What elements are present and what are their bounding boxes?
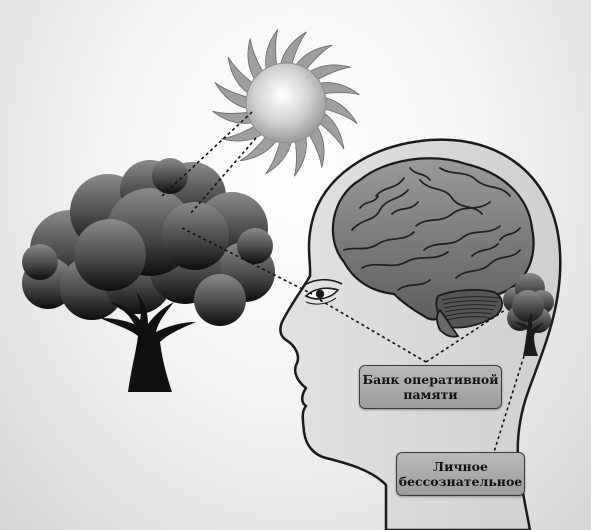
sun-ray xyxy=(294,44,333,71)
sun-ray xyxy=(323,96,358,124)
personal-unconscious-line-1: Личное xyxy=(433,459,488,474)
sun-ray xyxy=(265,140,293,175)
eye-icon xyxy=(302,278,343,305)
sun-ray xyxy=(227,56,254,95)
cerebellum-line xyxy=(444,308,495,313)
sun-ray xyxy=(265,29,279,71)
cerebellum-line xyxy=(442,300,499,305)
sun-ray xyxy=(307,64,351,81)
sun-ray xyxy=(239,135,278,162)
sun-ray xyxy=(308,124,325,168)
sun-ray xyxy=(247,38,264,82)
sun-ray xyxy=(293,135,307,177)
cerebellum-line xyxy=(441,296,501,301)
sun-ray xyxy=(221,125,265,142)
cerebellum-line xyxy=(445,312,493,317)
sun-ray xyxy=(279,31,307,66)
personal-unconscious-label: Личное бессознательное xyxy=(396,452,525,496)
working-memory-line-2: памяти xyxy=(403,387,458,402)
sun-ray xyxy=(214,82,249,110)
sun-ray xyxy=(318,111,345,150)
connector-lines xyxy=(161,111,525,453)
sun-icon xyxy=(212,29,360,177)
cerebellum-line xyxy=(443,304,497,309)
working-memory-label: Банк оперативной памяти xyxy=(359,365,502,409)
personal-unconscious-line-2: бессознательное xyxy=(398,474,523,489)
small-tree-icon xyxy=(503,273,554,356)
working-memory-line-1: Банк оперативной xyxy=(362,372,499,387)
tree-icon xyxy=(22,158,275,392)
sun-ray xyxy=(318,82,360,96)
brain-icon xyxy=(331,157,535,338)
cerebellum-line xyxy=(446,316,491,321)
